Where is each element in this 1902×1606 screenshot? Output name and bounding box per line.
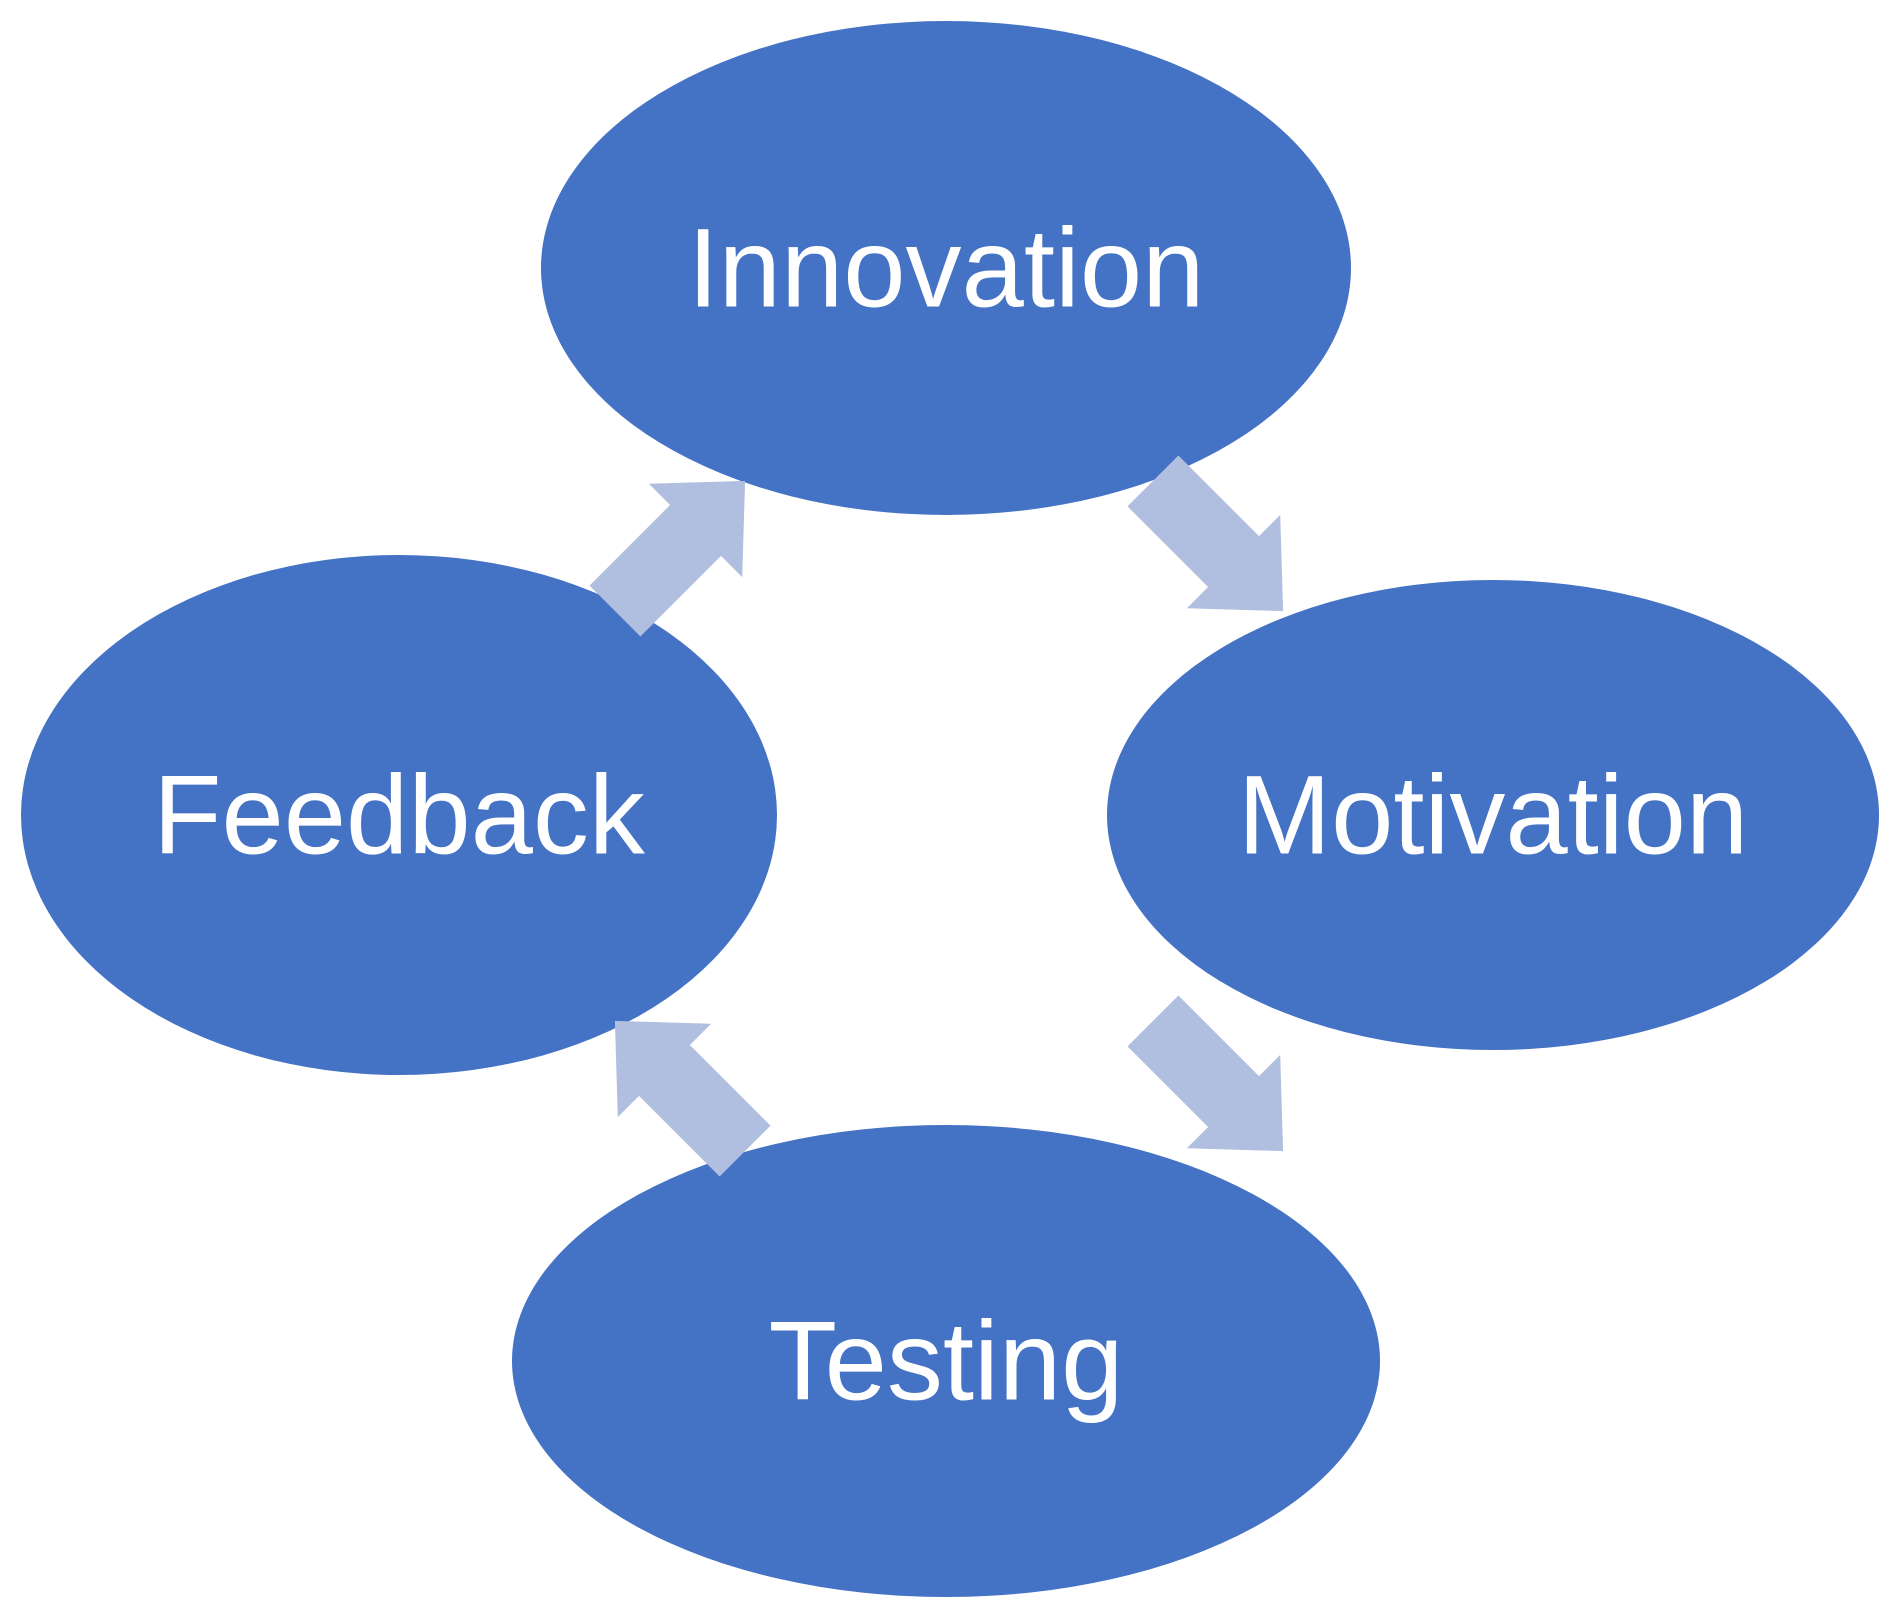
node-label-testing: Testing [769, 1299, 1124, 1424]
node-label-motivation: Motivation [1238, 753, 1748, 878]
node-testing [512, 1125, 1380, 1597]
node-motivation [1107, 580, 1879, 1050]
node-label-innovation: Innovation [688, 206, 1205, 331]
node-label-feedback: Feedback [153, 753, 646, 878]
arrow-innovation-to-motivation [1127, 455, 1284, 612]
arrow-motivation-to-testing [1127, 995, 1284, 1152]
arrow-feedback-to-innovation [589, 480, 746, 637]
node-feedback [21, 555, 777, 1075]
arrow-testing-to-feedback [614, 1020, 771, 1177]
node-innovation [541, 21, 1351, 515]
arrows [589, 455, 1284, 1177]
